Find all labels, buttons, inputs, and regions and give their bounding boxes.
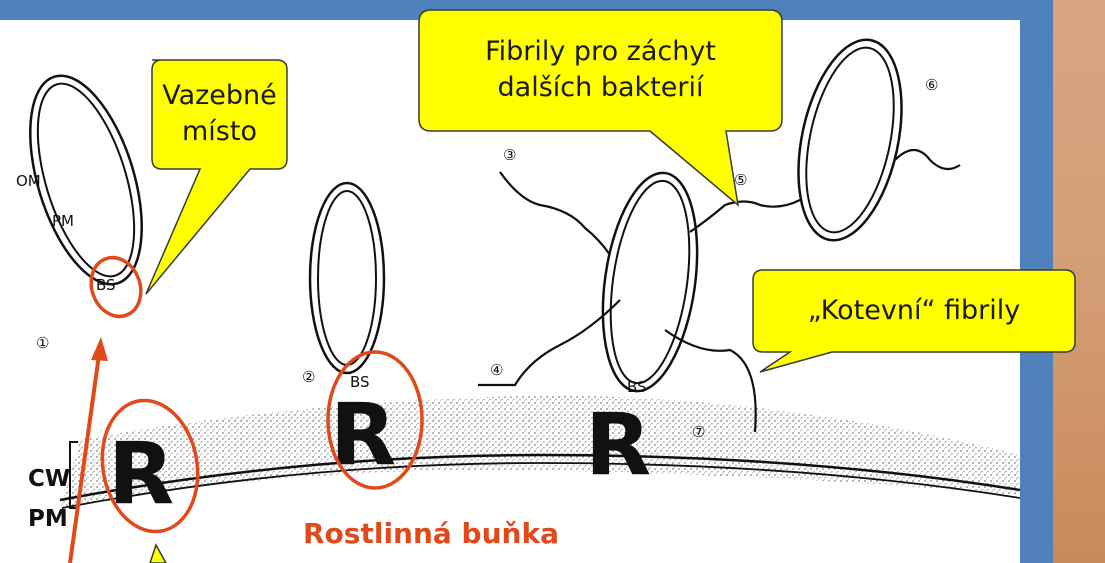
bacterium-3 <box>590 167 710 397</box>
stage-number-5: ⑤ <box>734 171 747 189</box>
stage-number-6: ⑥ <box>925 76 938 94</box>
callout-binding-site-line1: Vazebné <box>152 78 287 114</box>
cell-wall-layer <box>60 395 1020 510</box>
stage-number-4: ④ <box>490 361 503 379</box>
stage-number-7: ⑦ <box>692 423 705 441</box>
fibril-5 <box>690 200 800 232</box>
fibril-3 <box>500 172 610 255</box>
callout-binding-site-line2: místo <box>152 114 287 150</box>
bs-label-1: BS <box>96 276 116 294</box>
stage-number-1: ① <box>36 334 49 352</box>
callout-capture-fibrils: Fibrily pro záchyt dalších bakterií <box>419 34 782 106</box>
fibril-6 <box>895 150 960 169</box>
callout-binding-site: Vazebné místo <box>152 78 287 150</box>
plant-cell-caption: Rostlinná buňka <box>303 517 559 550</box>
red-arrow-head <box>91 337 108 361</box>
highlight-binding-site <box>83 251 149 324</box>
callout-partial-tail <box>150 545 166 563</box>
bacterium-6 <box>782 30 918 250</box>
cell-pm-label: PM <box>28 506 68 532</box>
om-label: OM <box>16 172 41 190</box>
bacterium-pm-label: PM <box>52 212 74 230</box>
callout-capture-fibrils-line1: Fibrily pro záchyt <box>419 34 782 70</box>
bs-label-3: BS <box>627 378 647 396</box>
cw-label: CW <box>28 466 70 492</box>
stage-number-3: ③ <box>503 146 516 164</box>
receptor-r-3: R <box>585 395 651 495</box>
bacterium-2 <box>310 183 384 373</box>
stage-number-2: ② <box>302 368 315 386</box>
callout-capture-fibrils-line2: dalších bakterií <box>419 70 782 106</box>
receptor-r-2: R <box>330 385 396 485</box>
callout-anchor-fibrils: „Kotevní“ fibrily <box>753 293 1075 329</box>
